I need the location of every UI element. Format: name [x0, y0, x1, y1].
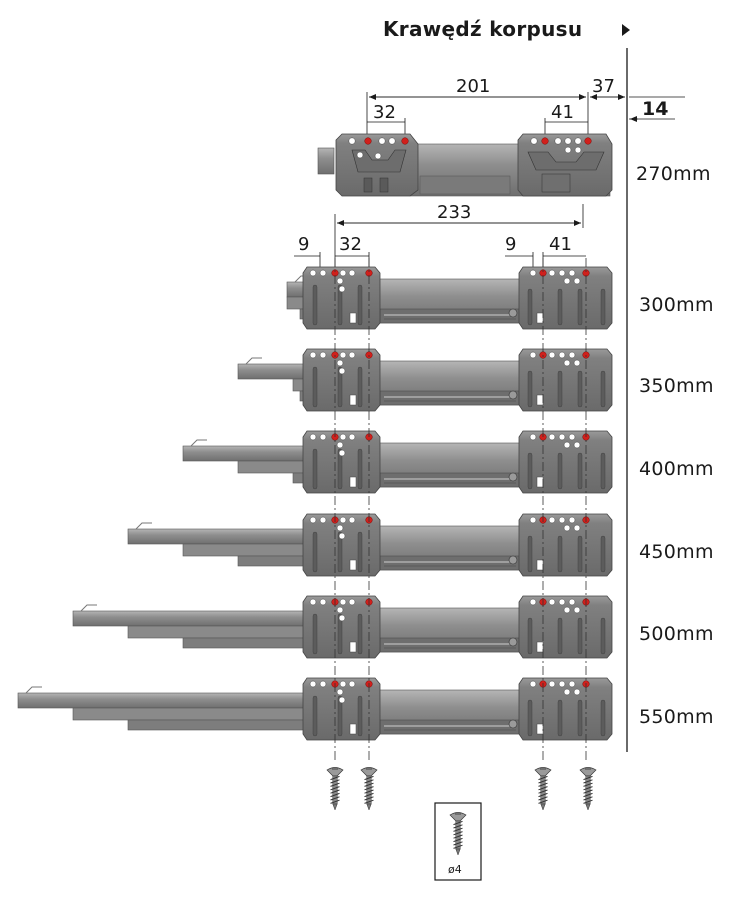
size-label-450mm: 450mm	[639, 541, 714, 563]
dim-201: 201	[456, 76, 490, 97]
slides-group	[17, 266, 613, 741]
screw-icon	[534, 767, 552, 811]
screw-icon	[579, 767, 597, 811]
right-bracket	[518, 595, 613, 659]
screw-diameter-label: ø4	[448, 863, 462, 876]
cabinet-edge-title: Krawędź korpusu	[383, 17, 582, 41]
dim-41-right: 41	[549, 234, 572, 255]
size-label-500mm: 500mm	[639, 623, 714, 645]
slide-550mm	[17, 677, 613, 741]
dim-32-top: 32	[373, 102, 396, 123]
dim-9-left: 9	[298, 234, 309, 255]
screws-group	[326, 767, 597, 811]
arrow-right-icon	[622, 24, 630, 36]
size-label-400mm: 400mm	[639, 458, 714, 480]
dim-14: 14	[642, 98, 668, 120]
slide-300mm	[286, 266, 613, 330]
slide-450mm	[127, 513, 613, 577]
right-bracket	[518, 266, 613, 330]
screw-icon	[360, 767, 378, 811]
alignment-lines	[334, 258, 587, 762]
dim-233: 233	[437, 202, 471, 223]
top-dimensions: 201 37 14 32 41	[366, 76, 685, 135]
right-bracket	[518, 430, 613, 494]
size-label-300mm: 300mm	[639, 294, 714, 316]
right-bracket	[518, 513, 613, 577]
screw-icon	[326, 767, 344, 811]
slide-500mm	[72, 595, 613, 659]
dim-9-right: 9	[505, 234, 516, 255]
right-bracket	[518, 348, 613, 412]
right-bracket	[518, 677, 613, 741]
screw-icon	[449, 812, 467, 856]
slide-400mm	[182, 430, 613, 494]
slide-270mm	[317, 133, 613, 197]
dim-41-top: 41	[551, 102, 574, 123]
dim-32-left: 32	[339, 234, 362, 255]
screw-detail-box: ø4	[434, 802, 482, 881]
slide-350mm	[237, 348, 613, 412]
mid-dimensions: 233 9 32 9 41	[294, 202, 586, 268]
size-label-270mm: 270mm	[636, 163, 711, 185]
screw-icon	[449, 812, 467, 856]
dim-37: 37	[592, 76, 615, 97]
size-label-350mm: 350mm	[639, 375, 714, 397]
size-label-550mm: 550mm	[639, 706, 714, 728]
